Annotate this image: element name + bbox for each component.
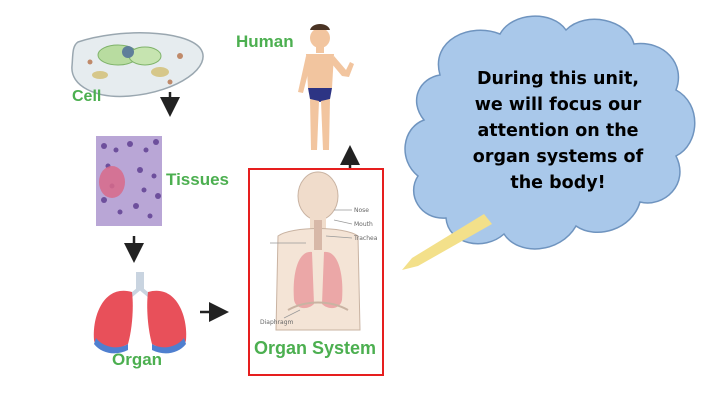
bubble-line-5: the body! [454,170,662,196]
bubble-line-4: organ systems of [454,144,662,170]
bubble-line-3: attention on the [454,118,662,144]
bubble-line-1: During this unit, [454,66,662,92]
lungs-illustration [94,272,186,353]
cell-label: Cell [72,88,101,106]
bubble-text: During this unit, we will focus our atte… [454,66,662,196]
tissues-label: Tissues [166,170,229,190]
organ-system-highlight-box [248,168,384,376]
human-illustration [298,24,354,150]
tissues-illustration [96,136,162,226]
human-label: Human [236,32,294,52]
organ-label: Organ [112,350,162,370]
cell-illustration [72,33,203,97]
bubble-line-2: we will focus our [454,92,662,118]
